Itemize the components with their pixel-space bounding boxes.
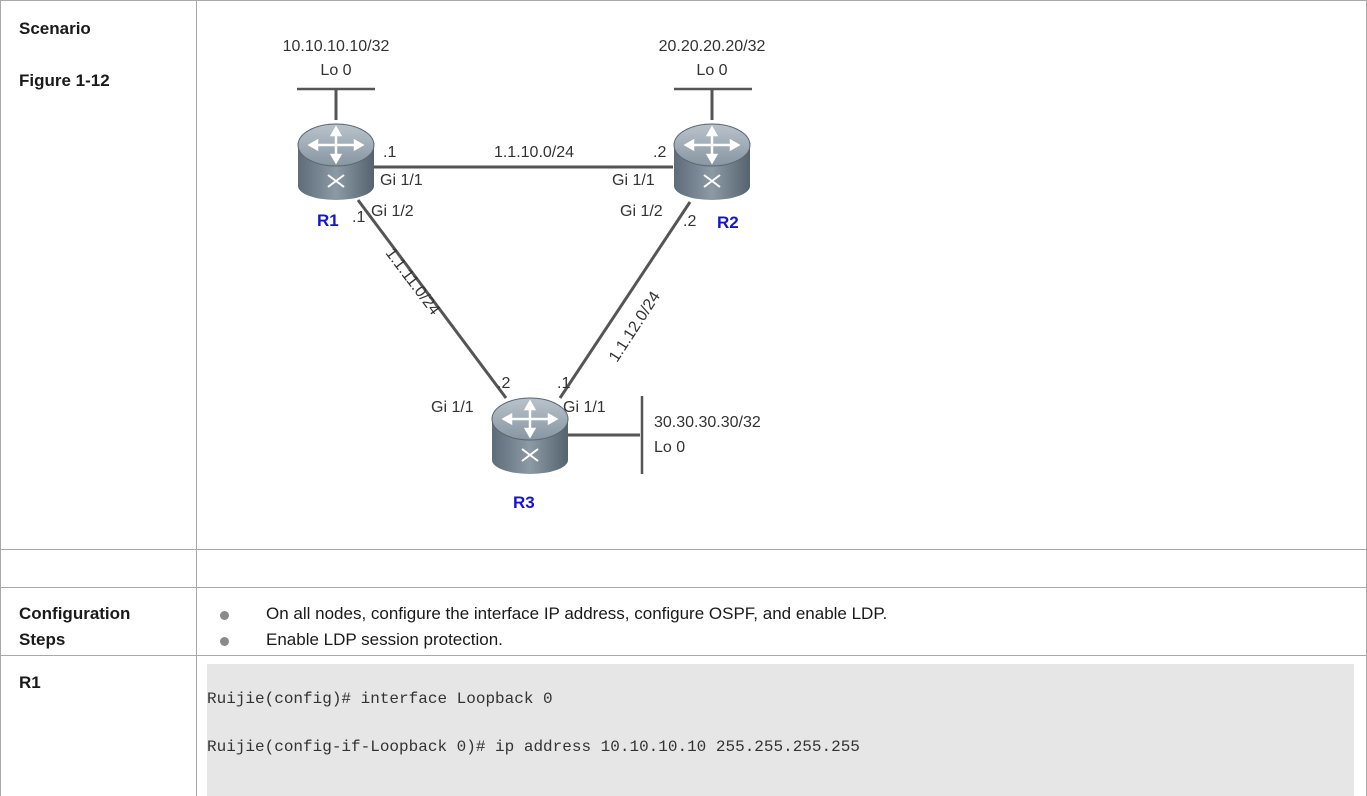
loopback-address-r1: 10.10.10.10/32 — [283, 38, 390, 55]
link-subnet-r1-r3: 1.1.11.0/24 — [382, 245, 443, 318]
loopback-address-r3: 30.30.30.30/32 — [654, 414, 761, 431]
link-lines — [334, 89, 714, 437]
row-divider — [0, 587, 1367, 588]
loopback-address-r2: 20.20.20.20/32 — [659, 38, 766, 55]
loopback-interface-r3: Lo 0 — [654, 439, 685, 456]
code-line: Ruijie(config)# interface Loopback 0 — [207, 690, 553, 708]
port-host-r3-right: .1 — [557, 375, 570, 392]
router-icon — [491, 397, 569, 474]
column-divider — [196, 0, 197, 796]
code-block: Ruijie(config)# interface Loopback 0 Rui… — [207, 664, 1354, 796]
port-name-r2-gi11: Gi 1/1 — [612, 172, 655, 189]
steps-label: Steps — [19, 630, 66, 649]
step-text: On all nodes, configure the interface IP… — [266, 604, 888, 623]
link-r1-r3 — [356, 199, 508, 399]
bullet-icon — [220, 637, 229, 646]
router-config-label: R1 — [19, 673, 41, 692]
loopback-interface-r1: Lo 0 — [320, 62, 351, 79]
port-name-r3-right: Gi 1/1 — [563, 399, 606, 416]
port-name-r3-left: Gi 1/1 — [431, 399, 474, 416]
router-name-r2: R2 — [717, 213, 739, 232]
link-subnet-r2-r3: 1.1.12.0/24 — [606, 289, 664, 365]
figure-label: Figure 1-12 — [19, 71, 110, 90]
port-host-r1-gi12: .1 — [352, 209, 365, 226]
port-host-r2-gi11: .2 — [653, 144, 666, 161]
router-name-r1: R1 — [317, 211, 339, 230]
port-name-r1-gi12: Gi 1/2 — [371, 203, 414, 220]
scenario-label: Scenario — [19, 19, 91, 38]
port-host-r1-gi11: .1 — [383, 144, 396, 161]
row-divider — [0, 549, 1367, 550]
network-topology-diagram: 10.10.10.10/32 Lo 0 20.20.20.20/32 Lo 0 … — [283, 38, 766, 512]
table-border-top — [0, 0, 1367, 1]
table-border-left — [0, 0, 1, 796]
link-r2-r3 — [558, 201, 692, 399]
router-icon — [297, 123, 375, 200]
loopback-interface-r2: Lo 0 — [696, 62, 727, 79]
port-name-r2-gi12: Gi 1/2 — [620, 203, 663, 220]
port-host-r2-gi12: .2 — [683, 213, 696, 230]
code-line: Ruijie(config-if-Loopback 0)# ip address… — [207, 738, 860, 756]
router-icon — [673, 123, 751, 200]
bullet-icon — [220, 611, 229, 620]
configuration-label: Configuration — [19, 604, 131, 623]
row-divider — [0, 655, 1367, 656]
step-text: Enable LDP session protection. — [266, 630, 503, 649]
router-name-r3: R3 — [513, 493, 535, 512]
port-host-r3-left: .2 — [497, 375, 510, 392]
port-name-r1-gi11: Gi 1/1 — [380, 172, 423, 189]
link-subnet-r1-r2: 1.1.10.0/24 — [494, 144, 574, 161]
